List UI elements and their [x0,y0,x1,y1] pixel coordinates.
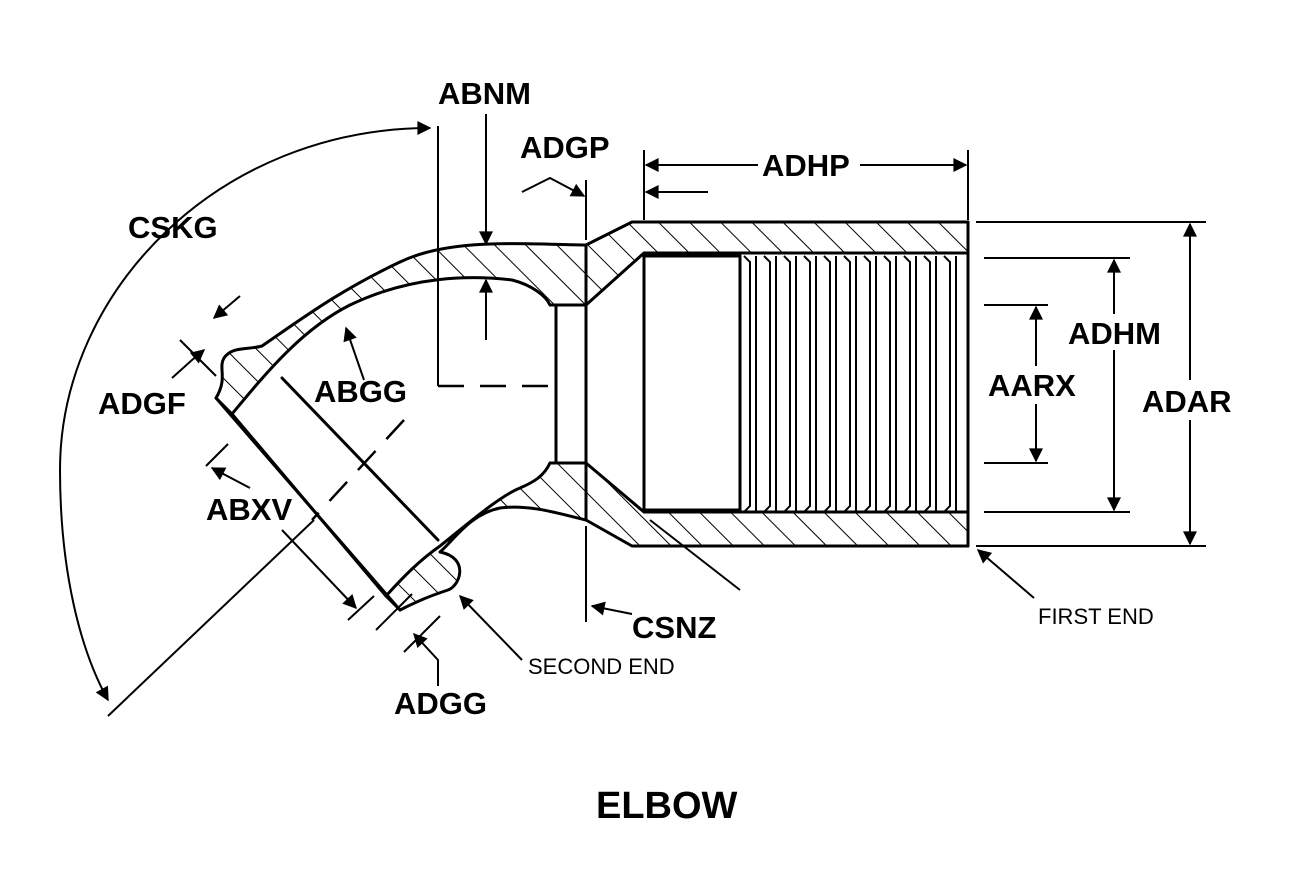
label-cskg: CSKG [128,210,218,245]
inner-curved-wall [384,461,588,612]
adgf-arrow-a [212,295,241,319]
label-adar: ADAR [1142,384,1232,419]
adgg-ext-b [403,615,441,653]
thread-line [823,255,831,513]
abxv-ext-bottom [347,595,375,621]
label-abnm: ABNM [438,76,531,111]
label-abxv: ABXV [206,492,292,527]
thread-line [903,255,911,513]
second-end-leader [459,594,523,661]
thread-line [743,255,751,513]
thread-line [883,255,891,513]
center-line-diagonal [311,419,405,521]
abgg-leader [343,326,365,381]
label-abgg: ABGG [314,374,407,409]
abxv-ext-top [205,443,229,467]
label-adhm: ADHM [1068,316,1161,351]
diagram-title: ELBOW [596,785,738,827]
label-adhp: ADHP [762,148,850,183]
thread-line [943,255,951,513]
label-second-end: SECOND END [528,654,675,679]
label-adgg: ADGG [394,686,487,721]
thread-line [783,255,791,513]
adgf-ext-a [179,339,217,377]
first-end-leader [976,549,1035,599]
label-adgf: ADGF [98,386,186,421]
thread-line [843,255,851,513]
thread-lines [738,254,957,514]
bottom-wall-straight [546,461,970,548]
thread-line [803,255,811,513]
label-aarx: AARX [988,368,1076,403]
label-adgp: ADGP [520,130,610,165]
adgg-ext-a [375,593,413,631]
adgp-leader [521,176,586,197]
label-first-end: FIRST END [1038,604,1154,629]
adgg-leader [413,632,439,686]
threaded-section [546,220,970,548]
abxv-arrow-top [210,467,251,489]
curved-section [214,242,588,612]
thread-line [763,255,771,513]
top-wall-straight [546,220,970,307]
abxv-arrow-bottom [281,529,357,610]
cskg-arc [58,121,432,702]
adgf-arrow-b [171,349,206,379]
csnz-arrow [590,601,633,616]
label-csnz: CSNZ [632,610,716,645]
thread-line [923,255,931,513]
thread-line [863,255,871,513]
csnz-ext-diag [649,519,741,591]
angle-ext-line [107,519,315,717]
